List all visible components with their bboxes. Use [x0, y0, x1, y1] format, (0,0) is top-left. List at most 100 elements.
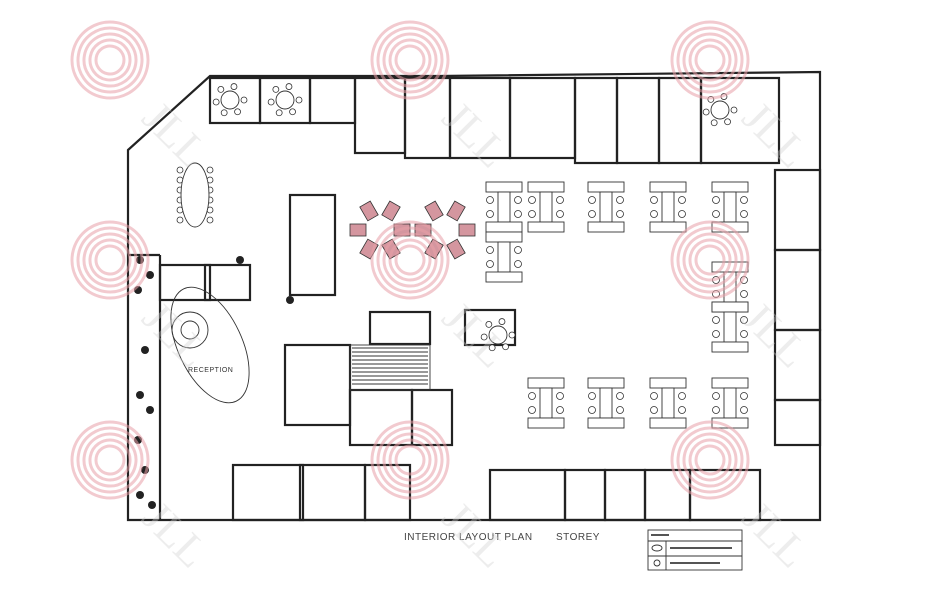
desk: [527, 181, 565, 193]
plant: [136, 491, 144, 499]
room: [203, 263, 252, 302]
desk: [661, 387, 675, 419]
logo-ring: [388, 438, 432, 482]
room: [488, 468, 567, 522]
logo-ring: [688, 438, 732, 482]
desk: [723, 191, 737, 223]
reception-label: RECEPTION: [188, 367, 233, 374]
logo-ring: [88, 438, 132, 482]
logo-ring: [394, 244, 426, 276]
chair: [678, 406, 686, 414]
chair: [502, 343, 509, 351]
plant: [146, 271, 154, 279]
chair: [712, 196, 720, 204]
chair: [740, 210, 748, 218]
chair: [702, 108, 710, 116]
chair: [616, 210, 624, 218]
desk: [711, 181, 749, 193]
chair: [486, 210, 494, 218]
chair: [486, 246, 494, 254]
chair: [650, 196, 658, 204]
chair: [528, 392, 536, 400]
room: [308, 76, 357, 125]
logo-ring: [670, 420, 750, 500]
chair: [217, 86, 225, 93]
logo-ring: [694, 444, 726, 476]
logo-ring: [82, 32, 138, 88]
meeting-table: [488, 325, 508, 345]
desk: [485, 181, 523, 193]
chair: [212, 98, 220, 106]
chair: [730, 106, 738, 114]
logo-ring: [94, 44, 126, 76]
room: [773, 398, 822, 447]
chair: [486, 260, 494, 268]
chair: [678, 392, 686, 400]
workstation-pod: [424, 200, 444, 222]
jll-watermark-text: JLL: [733, 92, 818, 177]
chair: [176, 166, 184, 174]
desk: [587, 181, 625, 193]
plant: [148, 501, 156, 509]
chair: [514, 210, 522, 218]
logo-ring: [382, 32, 438, 88]
logo-ring: [694, 244, 726, 276]
chair: [234, 108, 241, 116]
chair: [712, 392, 720, 400]
logo-ring: [670, 20, 750, 100]
logo-ring: [376, 226, 444, 294]
desk: [649, 181, 687, 193]
chair: [724, 118, 731, 126]
workstation-pod: [381, 200, 401, 222]
chair: [514, 260, 522, 268]
legend: [647, 529, 743, 571]
chair: [740, 316, 748, 324]
room: [368, 310, 432, 346]
chair: [528, 210, 536, 218]
logo-ring: [676, 226, 744, 294]
room: [615, 76, 661, 165]
rooms: [158, 76, 822, 522]
chair: [556, 406, 564, 414]
room: [603, 468, 647, 522]
logo-ring: [394, 444, 426, 476]
jll-logo: JLL: [370, 20, 518, 177]
desk: [587, 221, 625, 233]
workstation-pod: [446, 238, 466, 260]
logo-ring: [76, 426, 144, 494]
chair: [678, 196, 686, 204]
jll-watermark-text: JLL: [433, 92, 518, 177]
chair: [712, 316, 720, 324]
stair: [349, 344, 431, 391]
chair: [650, 406, 658, 414]
chair: [650, 210, 658, 218]
logo-ring: [70, 20, 150, 100]
desk: [711, 341, 749, 353]
desk: [661, 191, 675, 223]
jll-watermark-text: JLL: [733, 492, 818, 577]
chair: [176, 216, 184, 224]
chair: [740, 392, 748, 400]
room: [773, 168, 822, 252]
desk: [711, 301, 749, 313]
room: [563, 468, 607, 522]
logo-ring: [94, 444, 126, 476]
workstation-pod: [446, 200, 466, 222]
chair: [528, 196, 536, 204]
chair: [230, 83, 238, 90]
room: [158, 263, 212, 302]
room: [699, 76, 781, 165]
desk: [711, 377, 749, 389]
chair: [710, 119, 718, 127]
chair: [712, 330, 720, 338]
jll-logo: JLL: [670, 20, 818, 177]
plan-title: INTERIOR LAYOUT PLAN: [404, 532, 533, 543]
desk: [649, 221, 687, 233]
chair: [295, 96, 303, 104]
chair: [285, 83, 293, 90]
logo-ring: [382, 232, 438, 288]
logo-ring: [676, 26, 744, 94]
meeting-table: [275, 90, 295, 110]
logo-ring: [688, 238, 732, 282]
logo-ring: [394, 44, 426, 76]
